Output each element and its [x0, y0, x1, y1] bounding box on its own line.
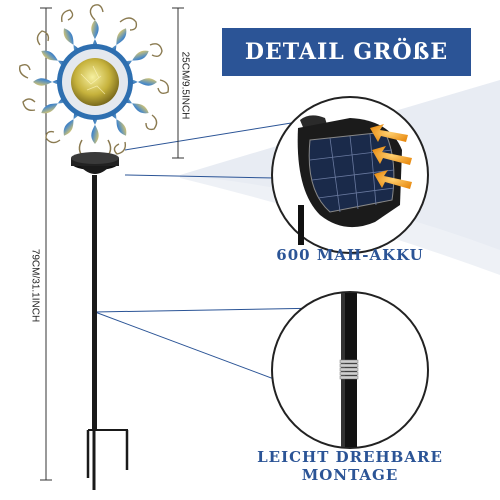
sun-ornament — [33, 20, 157, 144]
decorative-curls — [18, 4, 170, 155]
solar-panel-icon — [297, 115, 402, 245]
connector-line-bottom-2 — [94, 311, 291, 386]
page-title: DETAIL GRÖßE — [222, 28, 471, 76]
dimension-label-total: 79CM/31.1INCH — [29, 248, 41, 323]
charging-arrows-icon — [370, 124, 412, 189]
detail-circle-joint — [271, 291, 429, 449]
mount-label-line1: LEICHT DREHBARE — [257, 448, 443, 466]
connector-line-bottom-1 — [94, 307, 326, 313]
connector-line-top-1 — [124, 117, 323, 151]
background-swoosh-lower — [180, 175, 500, 275]
battery-label: 600 MAH-AKKU — [276, 246, 424, 264]
mount-label: LEICHT DREHBARE MONTAGE — [240, 448, 460, 484]
solar-cap — [71, 152, 119, 174]
dimension-label-top: 25CM/9.5INCH — [179, 51, 191, 120]
detail-circle-solar — [271, 96, 429, 254]
dimension-line-total — [40, 7, 52, 481]
dimension-line-top — [172, 7, 184, 159]
garden-stake — [86, 175, 129, 490]
connector-line-top-2 — [124, 174, 276, 179]
mount-label-line2: MONTAGE — [301, 466, 399, 484]
pole-joint-icon — [339, 293, 359, 447]
